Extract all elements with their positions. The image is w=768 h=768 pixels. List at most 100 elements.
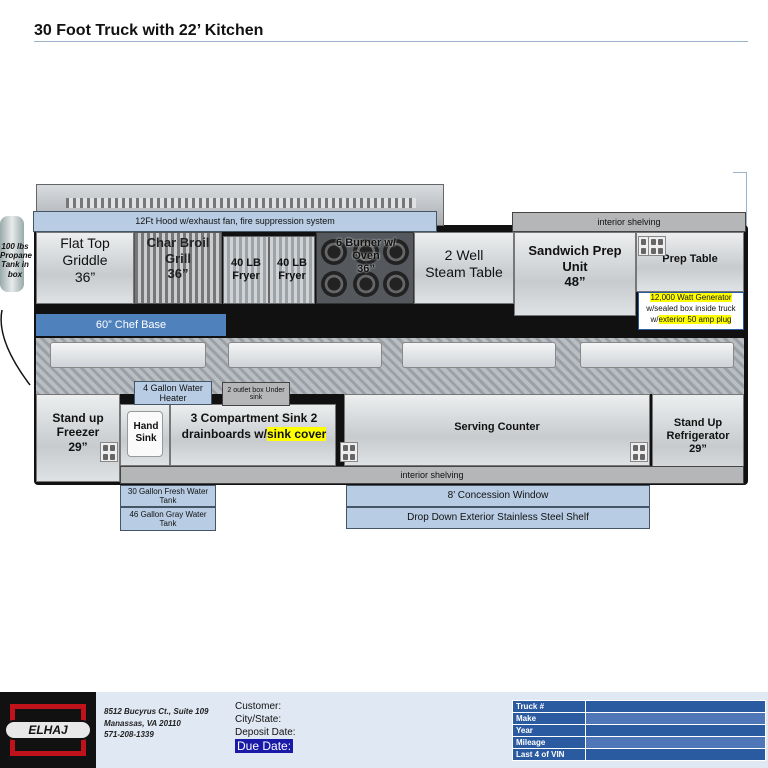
char-broil-grill: Char Broil Grill 36”: [134, 232, 222, 304]
refrigerator-line1: Stand Up: [673, 417, 723, 429]
steam-line2: Steam Table: [425, 263, 503, 280]
deposit-date-field[interactable]: Deposit Date:: [235, 727, 296, 738]
comp-sink-line1: 3 Compartment Sink 2: [190, 411, 318, 425]
generator-line2: w/sealed box inside truck: [646, 303, 736, 313]
griddle-line2: Griddle: [62, 251, 108, 268]
steam-line1: 2 Well: [444, 247, 484, 263]
mileage-value[interactable]: [585, 736, 766, 749]
charbroil-line1: Char Broil: [146, 235, 210, 250]
steam-table: 2 Well Steam Table: [414, 232, 514, 304]
fresh-water-tank: 30 Gallon Fresh Water Tank: [120, 485, 216, 507]
sandwich-line2: Unit: [562, 258, 588, 274]
page-title: 30 Foot Truck with 22’ Kitchen: [34, 22, 264, 39]
address-line2: Manassas, VA 20110: [104, 718, 181, 728]
freezer-line1: Stand up: [52, 411, 104, 425]
outlet-icon: [100, 442, 118, 462]
water-heater-label: 4 Gallon Water Heater: [134, 381, 212, 405]
sandwich-line1: Sandwich Prep: [528, 243, 622, 258]
chef-base: 60” Chef Base: [36, 314, 226, 336]
customer-field[interactable]: Customer:: [235, 701, 282, 712]
drop-down-shelf: Drop Down Exterior Stainless Steel Shelf: [346, 507, 650, 529]
burner-icon: [353, 271, 379, 297]
table-row: Truck #: [512, 700, 766, 713]
serving-counter-label: Serving Counter: [454, 421, 540, 433]
hood-label: 12Ft Hood w/exhaust fan, fire suppressio…: [33, 211, 437, 232]
charbroil-line2: Grill: [164, 250, 191, 266]
comp-sink-line2-highlight: sink cover: [266, 427, 327, 442]
fryer1-line2: Fryer: [232, 270, 260, 283]
table-row: Make: [512, 712, 766, 725]
fryer2-line2: Fryer: [278, 270, 306, 283]
ceiling-light-3: [402, 342, 556, 368]
ceiling-light-2: [228, 342, 382, 368]
griddle-line1: Flat Top: [60, 235, 110, 251]
refrigerator-line2: Refrigerator: [666, 430, 730, 443]
customer-info: Customer: City/State: Deposit Date: Due …: [235, 700, 296, 755]
year-label: Year: [512, 724, 586, 737]
prep-table-label: Prep Table: [662, 253, 718, 265]
sink-basin-icon: [127, 411, 163, 457]
charbroil-line3: 36”: [167, 266, 189, 282]
truck-info-table: Truck # Make Year Mileage Last 4 of VIN: [512, 700, 766, 761]
company-logo: ELHAJ: [0, 692, 96, 768]
gas-line-icon: [0, 309, 31, 386]
truck-number-label: Truck #: [512, 700, 586, 713]
burner-icon: [383, 239, 409, 265]
three-compartment-sink: 3 Compartment Sink 2 drainboards w/sink …: [170, 404, 336, 466]
propane-label: 100 lbs Propane Tank in box: [0, 242, 33, 279]
burner-line3: 36”: [357, 263, 375, 276]
vin-value[interactable]: [585, 748, 766, 761]
flat-top-griddle: Flat Top Griddle 36”: [36, 232, 134, 304]
fryer1-line1: 40 LB: [231, 257, 261, 269]
logo-text: ELHAJ: [4, 720, 92, 740]
generator-note: 12,000 Watt Generator w/sealed box insid…: [638, 292, 744, 330]
truck-outline-corner: [733, 172, 747, 227]
outlet-box-label: 2 outlet box Under sink: [222, 382, 290, 406]
serving-counter: Serving Counter: [344, 394, 650, 466]
propane-tank-icon: [0, 216, 24, 292]
title-divider: [34, 41, 748, 42]
address-line1: 8512 Bucyrus Ct., Suite 109: [104, 707, 209, 716]
fryer-2: 40 LB Fryer: [269, 236, 315, 304]
ceiling-light-1: [50, 342, 206, 368]
sandwich-prep-unit: Sandwich Prep Unit 48”: [514, 232, 636, 316]
outlet-icon: [340, 442, 358, 462]
year-value[interactable]: [585, 724, 766, 737]
burner-icon: [383, 271, 409, 297]
generator-line3-highlight: exterior 50 amp plug: [658, 314, 732, 324]
hood-filters: [66, 198, 416, 208]
make-value[interactable]: [585, 712, 766, 725]
burner-icon: [353, 239, 379, 265]
generator-line1: 12,000 Watt Generator: [650, 293, 732, 302]
table-row: Last 4 of VIN: [512, 748, 766, 761]
city-state-field[interactable]: City/State:: [235, 714, 282, 725]
table-row: Year: [512, 724, 766, 737]
burner-line1: 6 Burner w/: [336, 237, 396, 249]
hand-sink: Hand Sink: [120, 404, 170, 466]
sandwich-line3: 48”: [564, 274, 586, 290]
concession-window: 8’ Concession Window: [346, 485, 650, 507]
burner-icon: [321, 239, 347, 265]
hand-sink-line1: Hand: [133, 421, 159, 432]
stand-up-freezer: Stand up Freezer 29”: [36, 394, 120, 482]
interior-shelving-top: interior shelving: [512, 212, 746, 232]
griddle-line3: 36”: [74, 268, 96, 285]
burner-icon: [321, 271, 347, 297]
fryer2-line1: 40 LB: [277, 257, 307, 269]
ceiling-light-4: [580, 342, 734, 368]
burner-line2: Oven: [352, 250, 380, 263]
table-row: Mileage: [512, 736, 766, 749]
due-date-field[interactable]: Due Date:: [235, 739, 294, 753]
refrigerator-line3: 29”: [689, 443, 707, 456]
freezer-line3: 29”: [68, 439, 88, 454]
truck-number-value[interactable]: [585, 700, 766, 713]
outlet-icon: [630, 442, 648, 462]
gray-water-tank: 46 Gallon Gray Water Tank: [120, 507, 216, 531]
generator-line3-prefix: w/: [650, 314, 659, 324]
outlet-icon: [648, 236, 666, 256]
mileage-label: Mileage: [512, 736, 586, 749]
fryer-1: 40 LB Fryer: [223, 236, 269, 304]
address-line3: 571-208-1339: [104, 730, 154, 740]
interior-shelving-bottom: interior shelving: [120, 466, 744, 484]
company-address: 8512 Bucyrus Ct., Suite 109 Manassas, VA…: [104, 706, 209, 741]
